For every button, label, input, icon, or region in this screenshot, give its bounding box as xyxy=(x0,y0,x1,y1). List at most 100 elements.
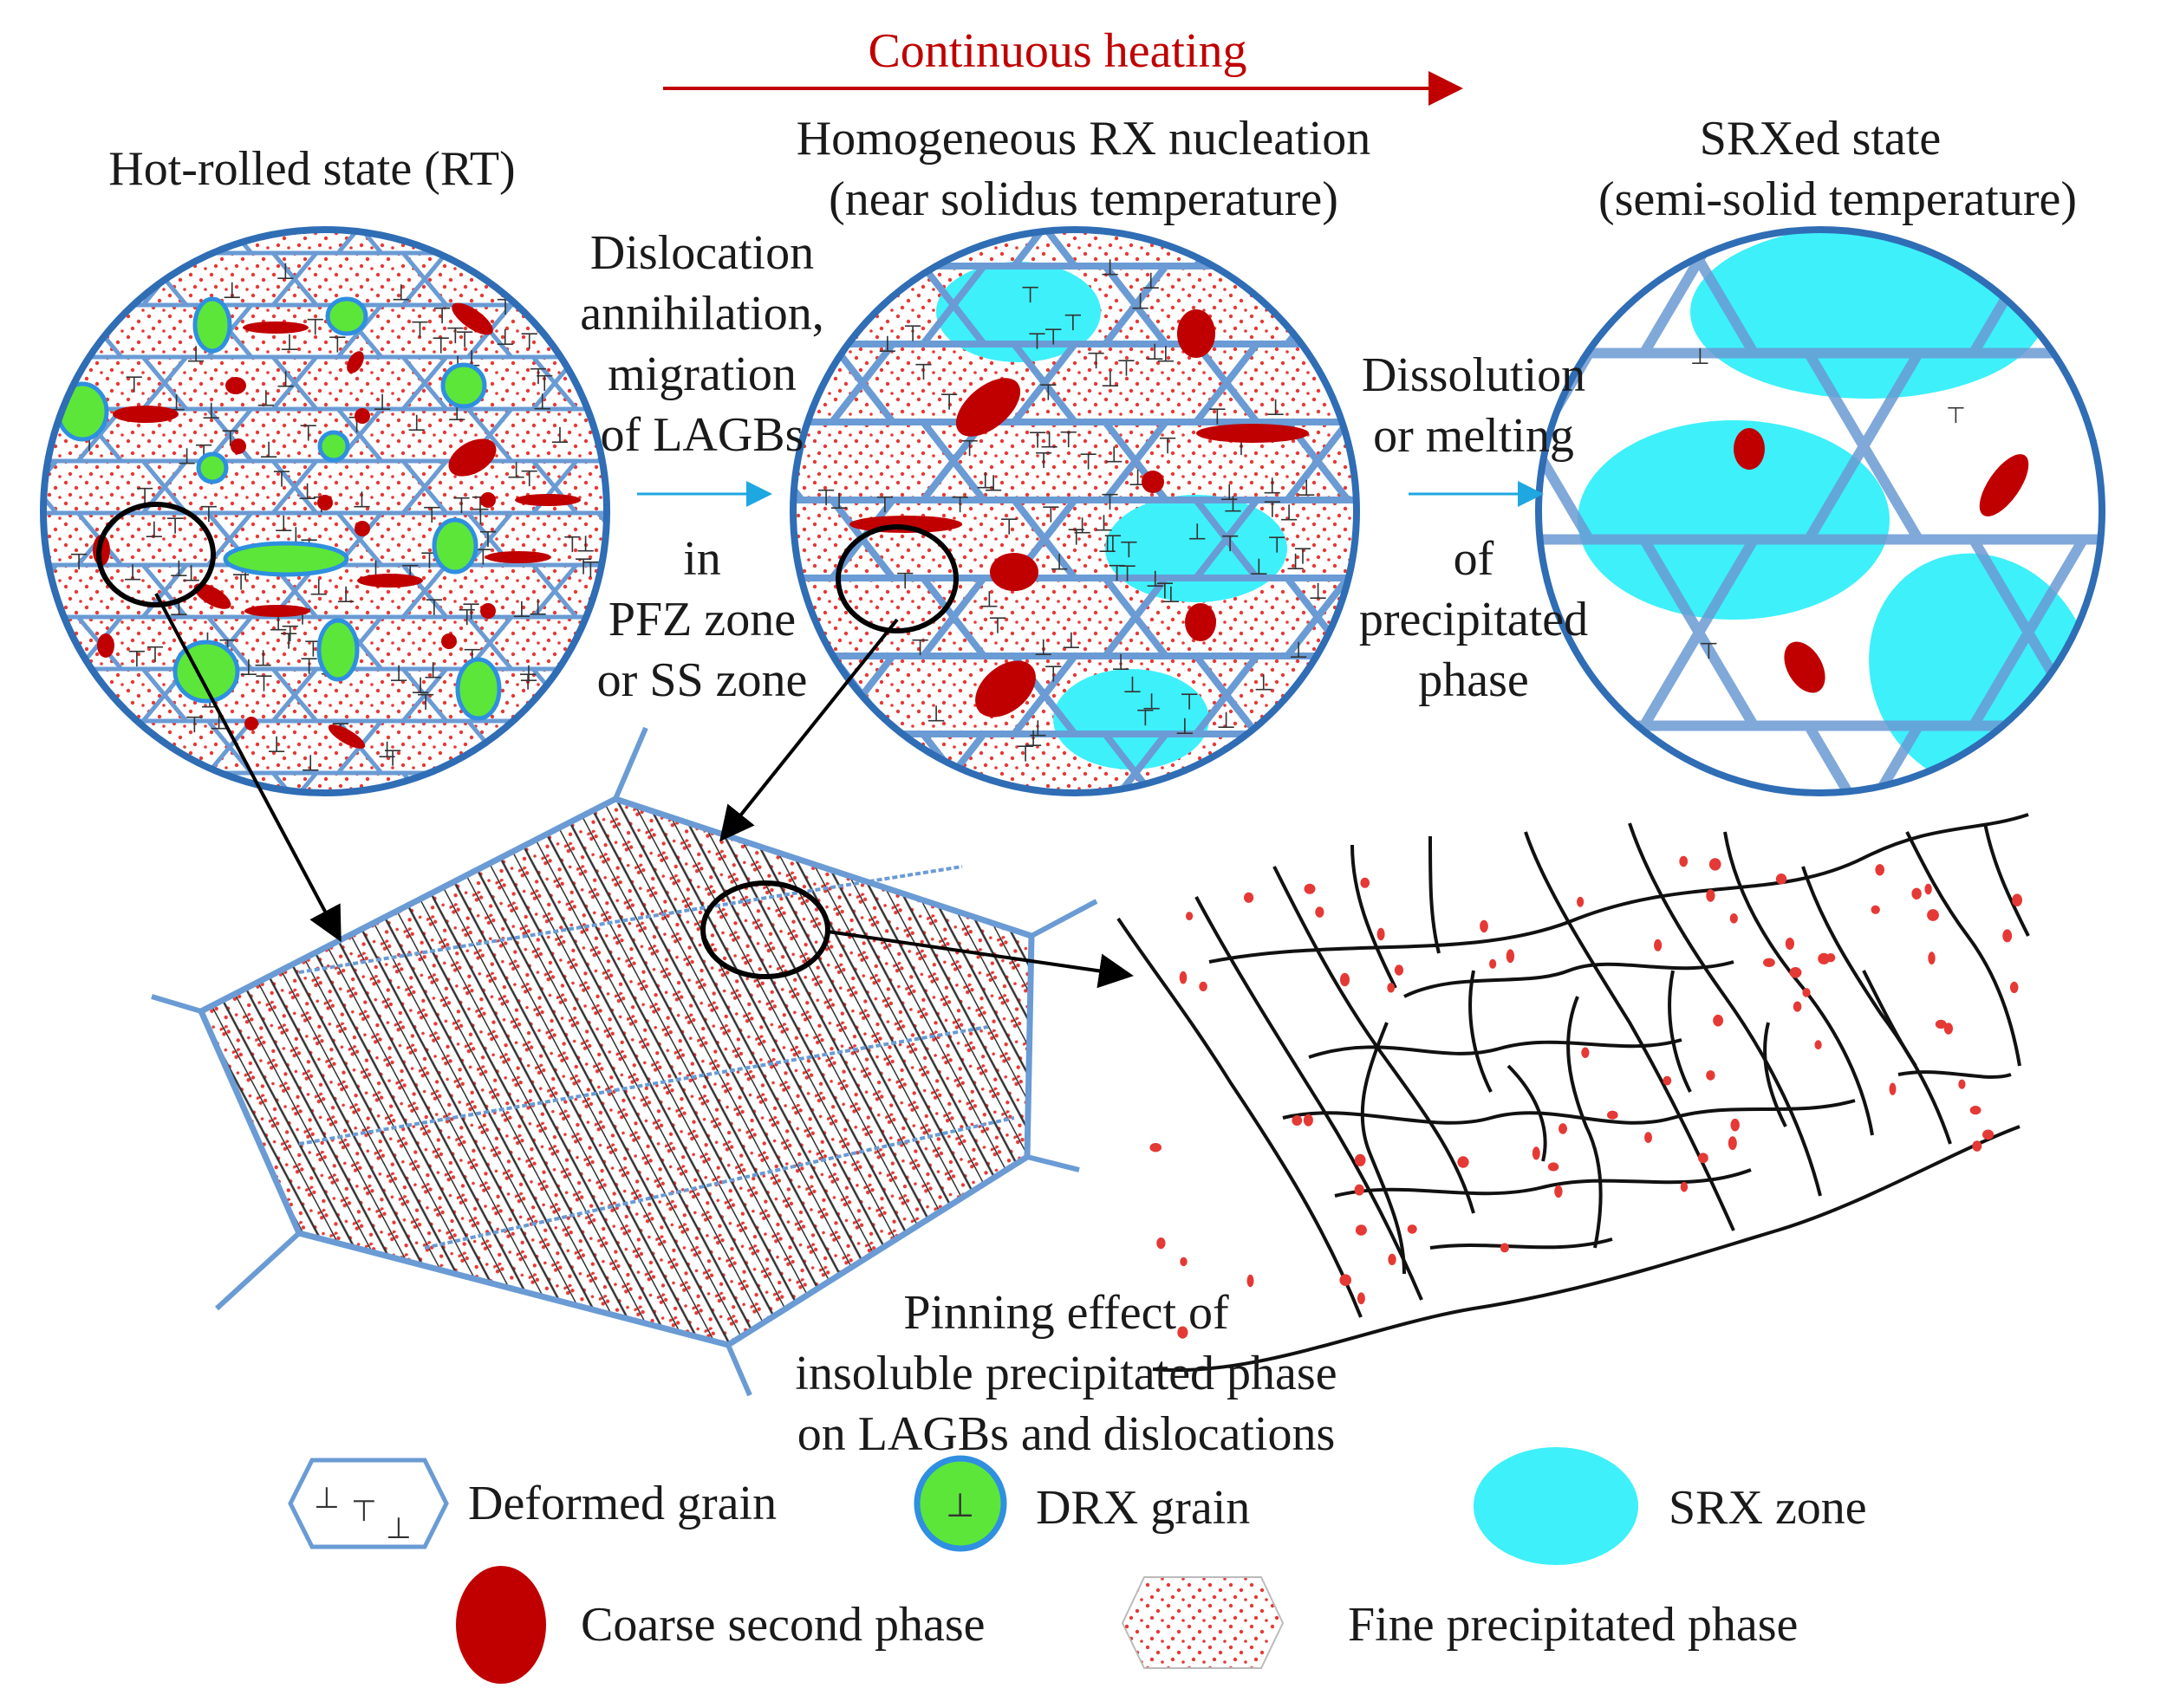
dislocation-symbol: ⊥ xyxy=(1216,708,1236,734)
fine-precipitate-dot xyxy=(1775,873,1787,885)
dislocation-symbol: ⊤ xyxy=(185,712,205,738)
dislocation-symbol: ⊥ xyxy=(169,556,189,582)
dislocation-symbol: ⊤ xyxy=(960,436,979,462)
dislocation-symbol: ⊤ xyxy=(817,485,836,511)
dislocation-symbol: ⊥ xyxy=(1094,511,1114,537)
fine-precipitate-dot xyxy=(1927,909,1939,921)
fine-precipitate-dot xyxy=(1355,1224,1367,1236)
svg-text:⊤: ⊤ xyxy=(1946,403,1966,429)
dislocation-symbol: ⊤ xyxy=(1028,427,1048,453)
dislocation-symbol: ⊥ xyxy=(276,259,296,285)
fine-precipitate-dot xyxy=(1889,1082,1897,1095)
dislocation-symbol: ⊤ xyxy=(1263,497,1283,523)
stage-3-title-line2: (semi-solid temperature) xyxy=(1598,172,2077,226)
dislocation-symbol: ⊥ xyxy=(309,575,329,601)
dislocation-symbol: ⊥ xyxy=(1145,340,1165,366)
fine-precipitate-dot xyxy=(1763,958,1775,968)
dislocation-symbol: ⊤ xyxy=(1207,405,1227,431)
dislocation-symbol: ⊥ xyxy=(239,655,259,681)
coarse-second-phase-particles xyxy=(849,309,1309,718)
dislocation-symbol: ⊤ xyxy=(431,334,451,360)
dislocation-symbol: ⊤ xyxy=(518,670,538,696)
fine-precipitate-dot xyxy=(1179,971,1188,984)
dislocation-symbol: ⊥ xyxy=(186,341,206,367)
fine-precipitate-dot xyxy=(1376,927,1385,941)
dislocation-symbol: ⊤ xyxy=(422,503,442,529)
dislocation-symbol: ⊥ xyxy=(280,330,300,356)
dislocation-symbol: ⊥ xyxy=(209,710,229,736)
svg-text:⊤: ⊤ xyxy=(351,1494,377,1529)
fine-precipitate-dot xyxy=(2002,929,2013,943)
svg-text:⊥: ⊥ xyxy=(946,1486,974,1524)
fine-precipitate-dot xyxy=(1180,1257,1188,1267)
dislocation-symbol: ⊥ xyxy=(1162,582,1181,608)
legend-deformed-grain-icon: ⊥ ⊤ ⊥ xyxy=(288,1458,449,1549)
transition-1-line: or SS zone xyxy=(596,653,808,707)
dislocation-symbol: ⊥ xyxy=(297,479,317,505)
grain-boundary-cell xyxy=(0,825,100,877)
dislocation-symbol: ⊥ xyxy=(276,367,296,393)
fine-precipitate-dot xyxy=(1708,858,1721,871)
dislocation-symbol: ⊤ xyxy=(1044,661,1064,687)
dislocation-symbol: ⊤ xyxy=(910,635,930,661)
dislocation-symbol: ⊤ xyxy=(1293,543,1313,569)
dislocation-symbol: ⊤ xyxy=(1020,283,1040,308)
grain-boundary-cell xyxy=(1312,731,1357,793)
dislocation-symbol: ⊤ xyxy=(1034,448,1054,474)
fine-precipitate-dot xyxy=(1789,967,1802,978)
fine-precipitate-dot xyxy=(1489,958,1497,969)
dislocation-symbol: ⊤ xyxy=(895,568,915,594)
zoom-circle-1 xyxy=(96,502,216,607)
fine-precipitate-dot xyxy=(1607,1110,1618,1120)
fine-precipitate-dot xyxy=(1357,1292,1365,1305)
legend-coarse-phase-label: Coarse second phase xyxy=(581,1598,986,1652)
dislocation-symbol: ⊤ xyxy=(1155,578,1175,604)
dislocation-symbol: ⊥ xyxy=(1156,342,1176,368)
transition-2-line: or melting xyxy=(1373,409,1574,463)
dislocation-symbol: ⊥ xyxy=(495,325,515,351)
fine-precipitate-dot xyxy=(2009,981,2019,993)
dislocation-symbol: ⊥ xyxy=(1028,717,1048,743)
grain-boundary-cell xyxy=(1539,720,1540,793)
dislocation-symbol: ⊤ xyxy=(410,317,430,343)
fine-precipitate-dot xyxy=(1680,1181,1689,1192)
fine-precipitate-dot xyxy=(1354,1184,1364,1196)
dislocation-symbol: ⊤ xyxy=(383,746,403,772)
coarse-second-phase-particles xyxy=(1734,428,2029,693)
dislocation-symbol: ⊤ xyxy=(279,628,299,654)
grain-boundary-cell xyxy=(1227,812,1409,890)
transition-2-line: Dissolution xyxy=(1361,348,1586,402)
dislocation-symbol: ⊤ xyxy=(416,690,436,716)
dislocation-symbol: ⊥ xyxy=(1223,492,1243,518)
dislocation-symbol: ⊥ xyxy=(391,280,411,306)
fine-precipitate-dot xyxy=(1506,949,1515,964)
dislocation-symbol: ⊥ xyxy=(181,562,201,588)
dislocation-symbol: ⊤ xyxy=(166,514,185,540)
grain-boundary-cell xyxy=(43,302,103,360)
fine-precipitate-dot xyxy=(1825,953,1836,963)
dislocation-symbol: ⊥ xyxy=(506,458,526,484)
fine-precipitate-dot xyxy=(1577,896,1585,907)
dislocation-symbol: ⊥ xyxy=(253,646,273,672)
zoom-circle-3 xyxy=(700,880,830,979)
fine-precipitate-dot xyxy=(1315,906,1324,918)
dislocation-symbol: ⊥ xyxy=(1062,628,1082,654)
dislocation-symbol: ⊤ xyxy=(1107,561,1127,587)
dislocation-symbol: ⊤ xyxy=(1066,525,1086,551)
legend-icons: ⊥ ⊤ ⊥ ⊥ xyxy=(288,1447,1638,1684)
hot-rolled-circle: ⊤⊤⊥⊥⊤⊥⊤⊥⊥⊥⊤⊤⊥⊤⊤⊤⊤⊥⊥⊥⊤⊥⊥⊤⊤⊤⊥⊤⊥⊥⊤⊥⊤⊤⊤⊤⊥⊤⊥⊥… xyxy=(0,226,610,877)
dislocation-symbol: ⊥ xyxy=(1100,255,1120,281)
dislocation-symbol: ⊥ xyxy=(1024,726,1044,752)
svg-text:⊥: ⊥ xyxy=(2102,461,2122,487)
dislocation-symbol: ⊥ xyxy=(301,750,321,776)
dislocation-symbol: ⊤ xyxy=(1038,380,1058,406)
dislocation-symbol: ⊤ xyxy=(1220,531,1240,557)
grain-boundary-cell xyxy=(291,770,428,793)
dislocation-symbol: ⊤ xyxy=(1027,329,1047,355)
dislocation-symbol: ⊤ xyxy=(535,371,555,397)
fine-precipitate-dot xyxy=(1814,1040,1822,1050)
legend-fine-phase-icon xyxy=(1121,1576,1285,1669)
transition-1-line: PFZ zone xyxy=(608,593,797,646)
fine-precipitate-dot xyxy=(1581,1047,1590,1058)
dislocation-symbol: ⊥ xyxy=(975,469,995,495)
